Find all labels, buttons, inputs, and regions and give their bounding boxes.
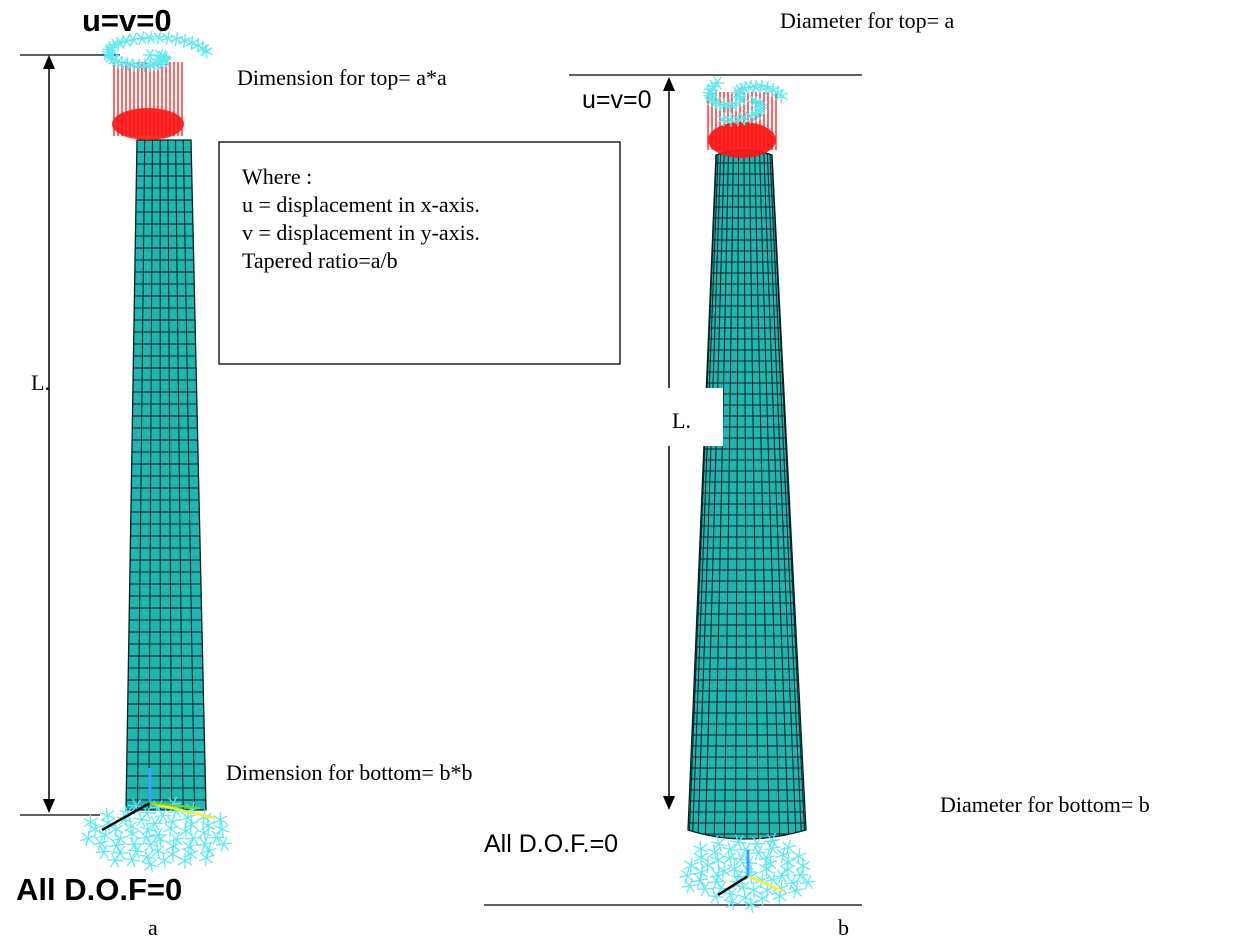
- length-label-b-background: [663, 388, 723, 446]
- note-line-ratio: Tapered ratio=a/b: [242, 248, 398, 273]
- top-constraint-a: [101, 30, 213, 73]
- bottom-boundary-label-a: All D.O.F=0: [16, 872, 182, 907]
- coordinate-triad-icon: [717, 850, 784, 897]
- column-b: Diameter for top= a u=v=0 L. Diameter fo…: [484, 8, 1150, 940]
- top-diameter-label-b: Diameter for top= a: [780, 8, 955, 33]
- load-cluster-a: [112, 108, 184, 140]
- length-label-b: L.: [672, 408, 691, 433]
- column-a-mesh: [126, 140, 206, 810]
- column-a-body: [125, 139, 207, 811]
- top-constraint-b: [702, 76, 788, 127]
- top-boundary-label-a: u=v=0: [82, 3, 172, 38]
- bottom-boundary-label-b: All D.O.F.=0: [484, 830, 618, 858]
- length-label-a: L.: [31, 370, 50, 395]
- top-dimension-label-a: Dimension for top= a*a: [237, 65, 447, 90]
- bottom-diameter-label-b: Diameter for bottom= b: [940, 792, 1150, 817]
- coordinate-triad-icon: [101, 768, 216, 832]
- column-a: u=v=0 Dimension for top= a*a L. Dimensio…: [16, 3, 472, 940]
- bottom-dimension-label-a: Dimension for bottom= b*b: [226, 760, 472, 785]
- figure-caption-b: b: [838, 915, 849, 940]
- bottom-constraint-a: [80, 796, 232, 873]
- note-line-v: v = displacement in y-axis.: [242, 220, 480, 245]
- top-boundary-label-b: u=v=0: [582, 86, 652, 114]
- note-box-frame: [218, 141, 621, 365]
- note-line-where: Where :: [242, 164, 312, 189]
- note-line-u: u = displacement in x-axis.: [242, 192, 480, 217]
- note-box: Where : u = displacement in x-axis. v = …: [218, 141, 621, 365]
- figure-caption-a: a: [148, 915, 158, 940]
- load-cluster-b: [708, 122, 776, 158]
